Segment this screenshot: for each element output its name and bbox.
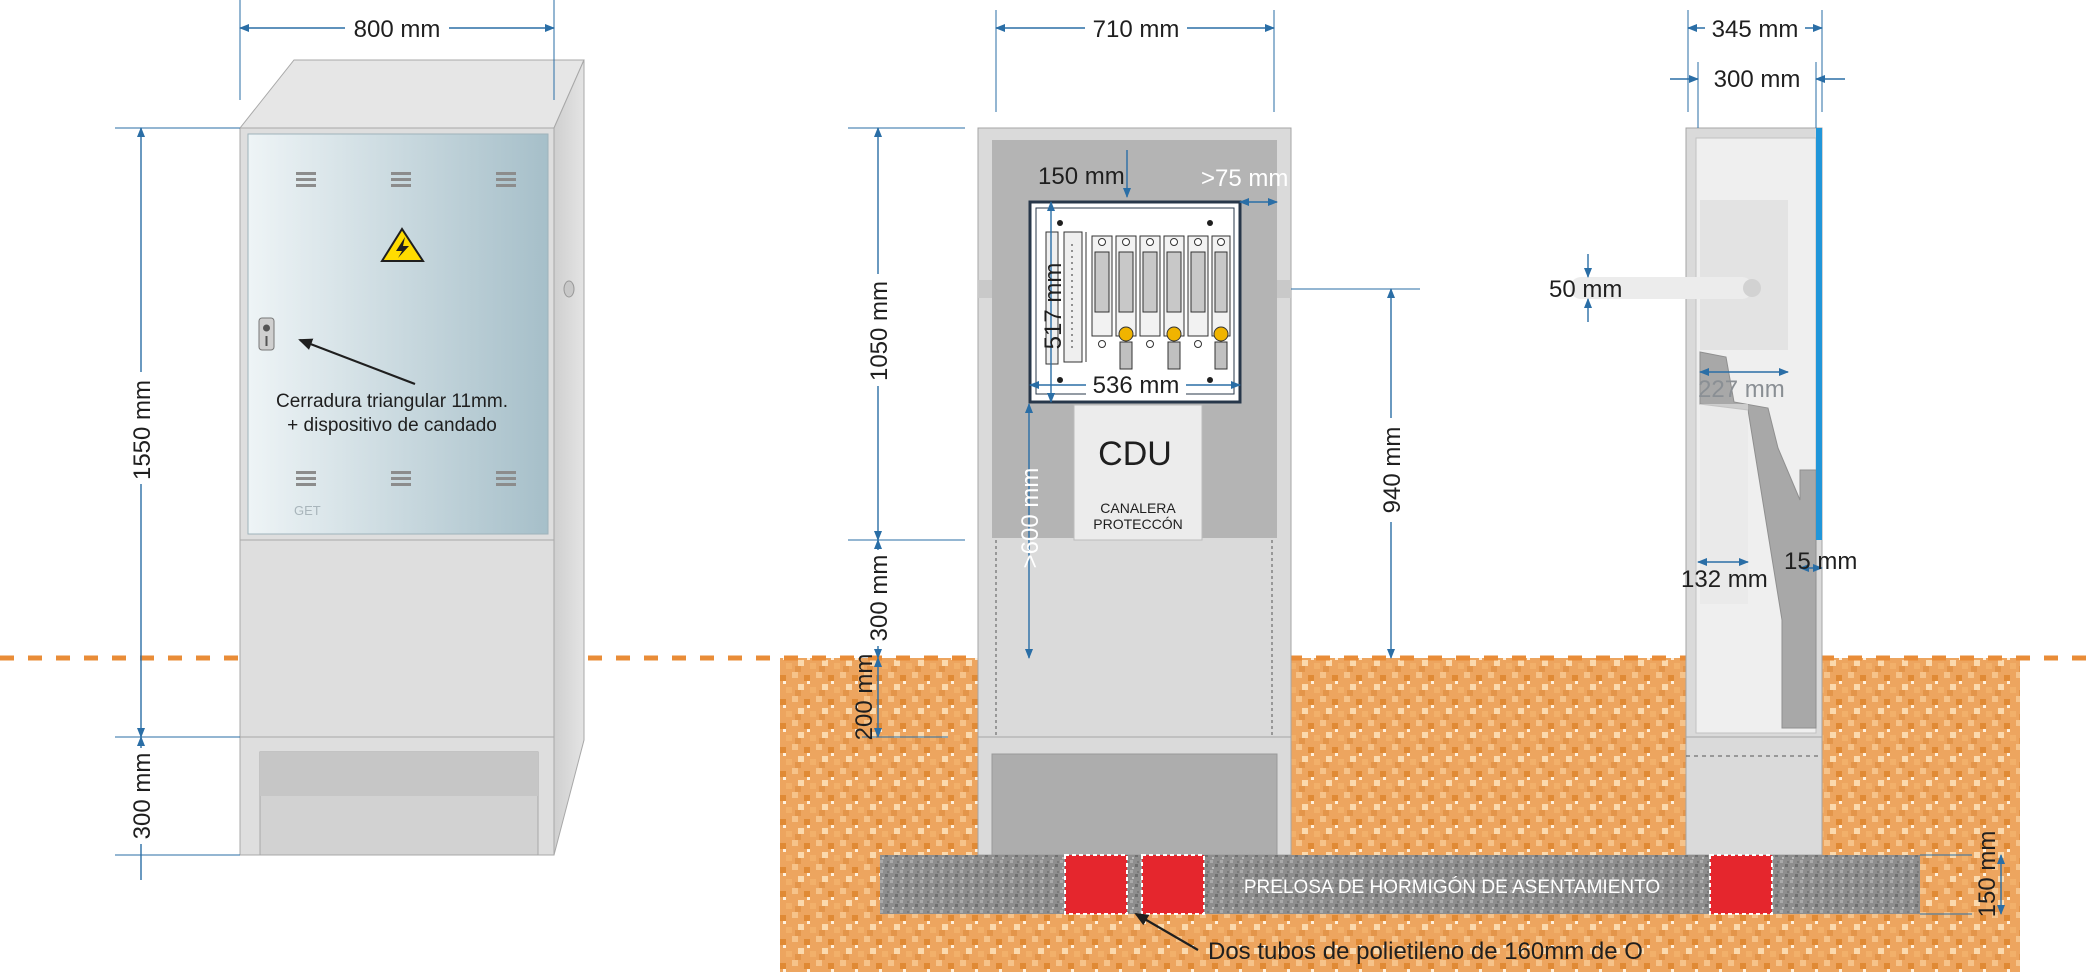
triangular-lock-icon[interactable] xyxy=(258,317,275,351)
inner-depth-label: 300 mm xyxy=(1714,66,1801,93)
cable-entry-tube xyxy=(1570,277,1753,299)
slab-label: PRELOSA DE HORMIGÓN DE ASENTAMIENTO xyxy=(1244,876,1660,898)
channel-dimension-label: 132 mm xyxy=(1681,566,1768,593)
entry-height-label: 940 mm xyxy=(1379,427,1406,514)
cdu-sub1: CANALERA xyxy=(1100,500,1176,516)
panel-width-label: 536 mm xyxy=(1093,372,1180,399)
poly-tube-1 xyxy=(1064,854,1128,915)
plate-dimension-label: 227 mm xyxy=(1698,376,1785,403)
fuse-bases xyxy=(1091,235,1231,370)
cdu-channel xyxy=(1073,404,1203,541)
high-voltage-warning-icon xyxy=(380,227,425,262)
lock-note-arrow xyxy=(298,338,416,386)
slab-height-label: 150 mm xyxy=(1974,831,2001,918)
brand-label: GET xyxy=(294,503,321,518)
lock-note-line1: Cerradura triangular 11mm. xyxy=(276,391,508,412)
tube-diameter-label: 50 mm xyxy=(1549,276,1622,303)
lower-height-label: 300 mm xyxy=(866,555,893,642)
base-dimension-label: 300 mm xyxy=(129,753,156,840)
poly-tube-3 xyxy=(1709,854,1773,915)
cabinet-side-panel xyxy=(553,59,585,856)
top-clearance-label: 150 mm xyxy=(1038,163,1125,190)
cabinet-roof xyxy=(238,59,585,129)
depth-dimension-label: 345 mm xyxy=(1712,16,1799,43)
front-view: Cerradura triangular 11mm. + dispositivo… xyxy=(115,0,585,880)
buried-depth-label: 200 mm xyxy=(851,654,878,741)
side-view: 345 mm 300 mm 50 mm 227 mm 132 mm 15 mm xyxy=(1549,10,1857,856)
cdu-title: CDU xyxy=(1098,435,1172,473)
seal-strip xyxy=(1816,128,1822,540)
cabinet-door[interactable] xyxy=(247,133,549,535)
poly-tube-2 xyxy=(1141,854,1205,915)
foundation: PRELOSA DE HORMIGÓN DE ASENTAMIENTO 150 … xyxy=(880,831,2005,965)
tubes-note-label: Dos tubos de polietileno de 160mm de O xyxy=(1208,938,1643,965)
tubes-note-arrow xyxy=(1134,912,1199,951)
gap-dimension-label: 15 mm xyxy=(1784,548,1857,575)
upper-height-label: 1050 mm xyxy=(866,281,893,381)
section-view: CDU CANALERA PROTECCÓN xyxy=(848,10,1420,856)
width-dimension-label: 800 mm xyxy=(354,16,441,43)
side-clearance-label: >75 mm xyxy=(1201,165,1288,192)
mounting-profile xyxy=(1699,351,1817,729)
section-width-label: 710 mm xyxy=(1093,16,1180,43)
cdu-sub2: PROTECCÓN xyxy=(1093,516,1182,532)
height-dimension-label: 1550 mm xyxy=(129,380,156,480)
lock-note-line2: + dispositivo de candado xyxy=(287,415,497,436)
vent-slots xyxy=(296,172,516,486)
soil-area xyxy=(780,658,2020,972)
panel-height-label: 517 mm xyxy=(1040,263,1067,350)
section-base-opening xyxy=(991,753,1278,856)
clearance-below-label: >600 mm xyxy=(1017,468,1044,569)
hinge-dot xyxy=(563,280,575,298)
